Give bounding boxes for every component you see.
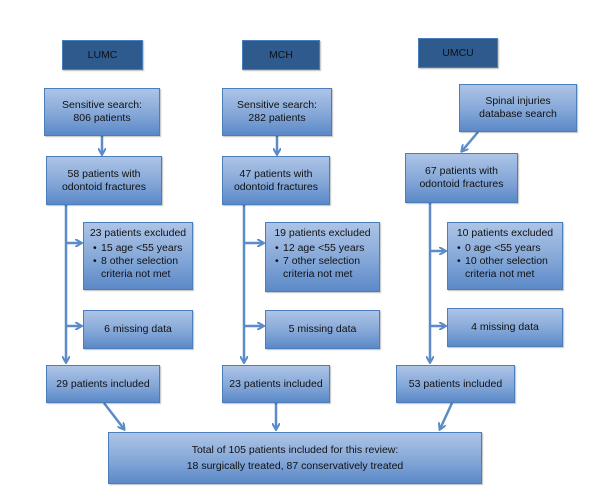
search-line: Spinal injuries — [485, 95, 551, 107]
excluded-title: 19 patients excluded — [274, 227, 371, 239]
missing-text: 4 missing data — [471, 321, 539, 333]
included-text: 29 patients included — [56, 377, 150, 390]
excluded-title: 23 patients excluded — [89, 227, 187, 239]
fractures-line: odontoid fractures — [419, 178, 504, 190]
excluded-item: 15 age <55 years — [93, 242, 192, 255]
site-name: LUMC — [87, 48, 118, 61]
missing-box-mch: 5 missing data — [265, 310, 380, 349]
included-text: 53 patients included — [408, 377, 503, 390]
arrow — [462, 131, 479, 151]
excluded-item: 8 other selection criteria not met — [93, 255, 192, 281]
excluded-box-mch: 19 patients excluded 12 age <55 years7 ot… — [265, 222, 380, 292]
total-line: Total of 105 patients included for this … — [191, 444, 399, 456]
missing-box-lumc: 6 missing data — [83, 310, 193, 349]
missing-text: 5 missing data — [288, 323, 357, 335]
excluded-title: 10 patients excluded — [456, 227, 554, 239]
included-box-lumc: 29 patients included — [46, 365, 160, 403]
fractures-line: 47 patients with — [239, 167, 313, 180]
included-box-umcu: 53 patients included — [396, 365, 515, 403]
search-line: Sensitive search: — [237, 99, 317, 111]
fractures-line: odontoid fractures — [61, 180, 147, 193]
search-line: Sensitive search: — [62, 99, 142, 111]
excluded-item: 0 age <55 years — [457, 242, 562, 255]
total-box: Total of 105 patients included for this … — [108, 432, 482, 484]
excluded-item: 10 other selection criteria not met — [457, 255, 562, 281]
site-name: UMCU — [442, 46, 474, 59]
excluded-item: 12 age <55 years — [275, 242, 379, 255]
site-header-lumc: LUMC — [62, 40, 143, 70]
included-text: 23 patients included — [229, 377, 323, 390]
search-line: database search — [479, 108, 557, 120]
fractures-line: 67 patients with — [425, 165, 498, 177]
fractures-line: odontoid fractures — [233, 180, 319, 193]
search-line: 282 patients — [248, 112, 306, 124]
missing-text: 6 missing data — [104, 323, 172, 335]
site-header-umcu: UMCU — [418, 38, 498, 68]
fractures-line: 58 patients with — [67, 167, 141, 180]
total-line: 18 surgically treated, 87 conservatively… — [186, 460, 404, 472]
excluded-item: 7 other selection criteria not met — [275, 255, 379, 281]
included-box-mch: 23 patients included — [222, 365, 330, 403]
excluded-box-lumc: 23 patients excluded 15 age <55 years8 ot… — [83, 222, 193, 290]
search-line: 806 patients — [73, 112, 131, 124]
search-box-lumc: Sensitive search:806 patients — [44, 88, 160, 136]
excluded-box-umcu: 10 patients excluded 0 age <55 years10 ot… — [447, 222, 563, 290]
search-box-mch: Sensitive search:282 patients — [222, 88, 332, 136]
missing-box-umcu: 4 missing data — [447, 308, 563, 347]
site-name: MCH — [269, 48, 293, 61]
site-header-mch: MCH — [242, 40, 320, 70]
